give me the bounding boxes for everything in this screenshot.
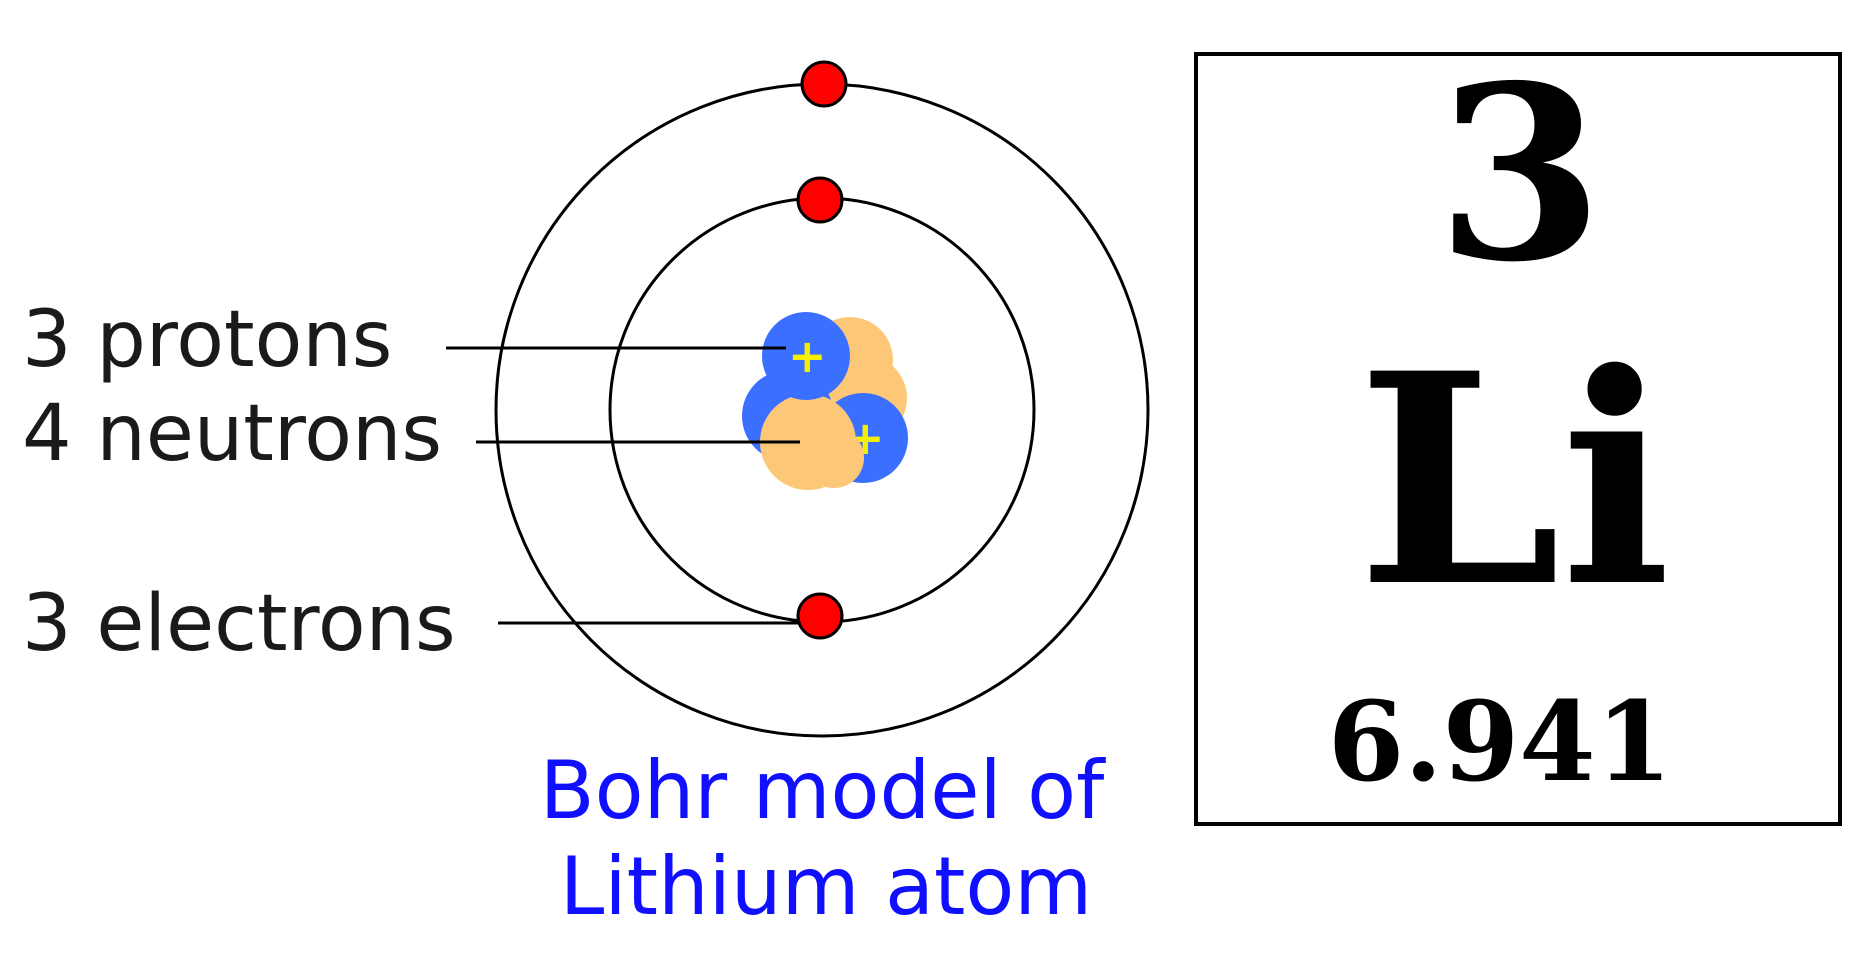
electron xyxy=(796,592,844,640)
element-symbol: Li xyxy=(1357,311,1671,651)
neutron xyxy=(804,428,864,488)
proton-charge-sign: + xyxy=(788,329,827,383)
caption-line-1: Bohr model of xyxy=(540,744,1106,837)
neutrons-label: 4 neutrons xyxy=(22,389,442,479)
protons-label: 3 protons xyxy=(22,295,392,385)
leader-lines xyxy=(446,346,800,625)
atomic-mass: 6.941 xyxy=(1328,677,1672,806)
caption-line-2: Lithium atom xyxy=(560,840,1092,933)
atomic-number: 3 xyxy=(1437,33,1604,315)
electron xyxy=(796,176,844,224)
proton xyxy=(762,312,850,400)
element-card: 3 Li 6.941 xyxy=(1194,33,1842,826)
element-card-border xyxy=(1194,52,1842,826)
electrons xyxy=(796,60,848,640)
nucleus: + + + xyxy=(742,312,908,490)
electrons-label: 3 electrons xyxy=(22,579,456,669)
electron xyxy=(800,60,848,108)
